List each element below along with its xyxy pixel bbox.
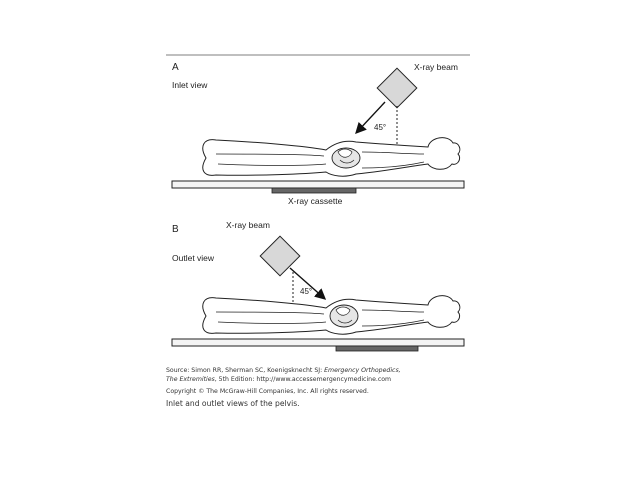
- xray-cassette: [271, 187, 357, 194]
- source-book-title-1: Emergency Orthopedics,: [324, 367, 401, 374]
- xray-table-a: [171, 180, 465, 189]
- figure-caption: Source: Simon RR, Sherman SC, Koenigskne…: [166, 366, 470, 409]
- pelvis-bone-b: [329, 304, 359, 328]
- panel-a: [171, 67, 465, 194]
- xray-beam-source-b: [259, 235, 301, 277]
- panel-a-letter: A: [172, 62, 179, 73]
- inlet-view-label: Inlet view: [172, 80, 208, 90]
- source-citation: Source: Simon RR, Sherman SC, Koenigskne…: [166, 366, 470, 384]
- pelvis-bone-a: [331, 147, 361, 169]
- source-prefix: Source: Simon RR, Sherman SC, Koenigskne…: [166, 367, 325, 374]
- angle-label-a: 45°: [374, 123, 387, 132]
- beam-label-b: X-ray beam: [226, 220, 270, 230]
- cassette-label: X-ray cassette: [288, 196, 343, 206]
- beam-label-a: X-ray beam: [414, 62, 458, 72]
- beam-arrow-b: [289, 267, 327, 300]
- source-suffix: , 5th Edition: http://www.accessemergenc…: [214, 376, 392, 383]
- pelvis-xray-figure: A Inlet view X-ray beam 45° X-ray casset…: [166, 54, 470, 424]
- figure-drawing: [166, 54, 470, 352]
- xray-beam-source-a: [376, 67, 418, 109]
- outlet-view-label: Outlet view: [172, 253, 215, 263]
- xray-table-b: [171, 338, 465, 347]
- xray-cassette-b: [335, 345, 419, 352]
- figure-description: Inlet and outlet views of the pelvis.: [166, 399, 300, 408]
- source-book-title-2: The Extremities: [166, 376, 215, 383]
- patient-body-a: [202, 137, 461, 177]
- panel-b: [171, 235, 465, 352]
- angle-label-b: 45°: [300, 287, 313, 296]
- panel-b-letter: B: [172, 224, 179, 235]
- copyright-notice: Copyright © The McGraw-Hill Companies, I…: [166, 388, 369, 395]
- beam-arrow-a: [355, 101, 386, 135]
